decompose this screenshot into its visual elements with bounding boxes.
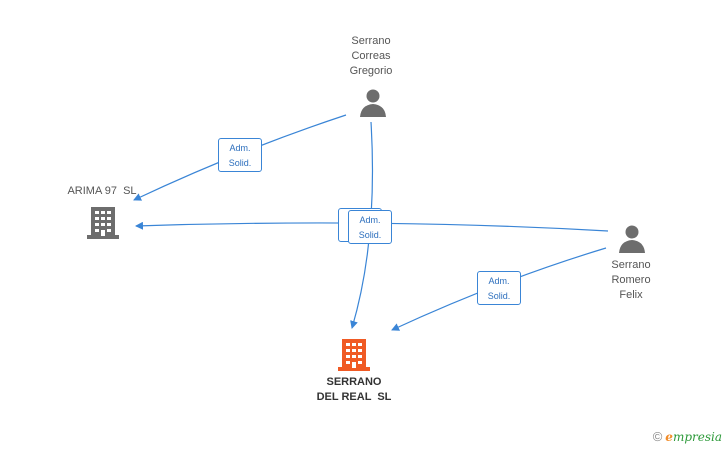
person-icon[interactable] <box>618 224 646 254</box>
building-icon[interactable] <box>87 205 119 239</box>
person-icon[interactable] <box>359 88 387 118</box>
relation-badge[interactable]: Adm. Solid. <box>348 210 392 244</box>
relation-role-type: Solid. <box>487 291 511 301</box>
person-name-serrano-correas-gregorio[interactable]: Serrano Correas Gregorio <box>349 35 393 77</box>
relation-badge[interactable]: Adm. Solid. <box>477 271 521 305</box>
relation-role-type: Solid. <box>358 230 382 240</box>
relation-role: Adm. <box>488 276 510 286</box>
brand-initial: e <box>665 430 673 444</box>
company-name-serrano-del-real[interactable]: SERRANO DEL REAL SL <box>316 376 392 403</box>
relation-role: Adm. <box>359 215 381 225</box>
relation-badge[interactable]: Adm. Solid. <box>218 138 262 172</box>
relation-role: Adm. <box>229 143 251 153</box>
building-icon-main[interactable] <box>338 337 370 371</box>
brand-name: mpresia <box>672 430 722 444</box>
copyright-icon: © <box>652 429 663 444</box>
person-name-serrano-romero-felix[interactable]: Serrano Romero Felix <box>611 259 651 301</box>
relation-role-type: Solid. <box>228 158 252 168</box>
brand-footer[interactable]: ©empresia <box>653 429 722 444</box>
company-name-arima[interactable]: ARIMA 97 SL <box>67 185 137 197</box>
